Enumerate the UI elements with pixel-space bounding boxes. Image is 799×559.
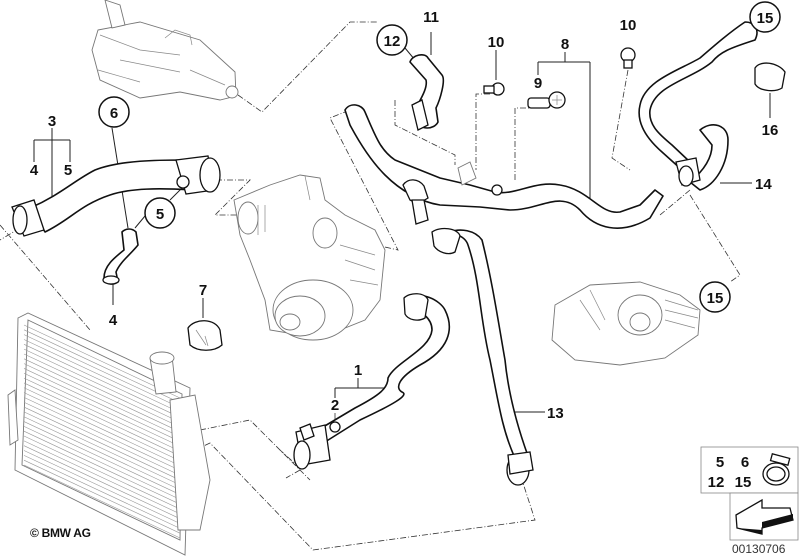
callout-6[interactable]: 6 bbox=[110, 105, 118, 122]
callout-5-upper[interactable]: 5 bbox=[64, 162, 72, 179]
radiator-fin bbox=[23, 339, 181, 413]
radiator-fin bbox=[23, 401, 181, 476]
hose-part-14[interactable] bbox=[638, 21, 758, 191]
callout-9[interactable]: 9 bbox=[534, 75, 542, 92]
callout-15-upper[interactable]: 15 bbox=[757, 10, 774, 27]
clamp-part-16[interactable] bbox=[754, 62, 786, 92]
radiator-fins bbox=[23, 324, 181, 539]
callout-3[interactable]: 3 bbox=[48, 113, 56, 130]
radiator-fin bbox=[23, 329, 181, 404]
radiator-fin bbox=[23, 440, 181, 515]
legend-number: 12 bbox=[708, 474, 725, 491]
hose-clamp-icon bbox=[762, 453, 791, 486]
callout-circles bbox=[98, 1, 781, 313]
hose-part-8[interactable] bbox=[344, 104, 664, 229]
hose-part-13[interactable] bbox=[431, 227, 534, 486]
callout-14[interactable]: 14 bbox=[755, 176, 772, 193]
legend-numbers: 5 6 12 15 bbox=[708, 454, 752, 491]
hose-clamp-legend bbox=[700, 446, 799, 541]
hose-part-3[interactable] bbox=[11, 155, 221, 237]
callout-4-lower[interactable]: 4 bbox=[109, 312, 118, 329]
copyright-text: © BMW AG bbox=[30, 526, 91, 540]
pump-housing[interactable] bbox=[551, 281, 701, 366]
bolt-part-10-b[interactable] bbox=[620, 47, 636, 69]
radiator-fin bbox=[23, 344, 181, 418]
callout-2[interactable]: 2 bbox=[331, 397, 339, 414]
radiator-fin bbox=[23, 377, 181, 452]
radiator-fin bbox=[23, 324, 181, 399]
callout-12[interactable]: 12 bbox=[384, 33, 401, 50]
radiator-fin bbox=[23, 358, 181, 433]
bolt-part-10-a[interactable] bbox=[483, 82, 505, 96]
radiator[interactable] bbox=[7, 312, 211, 556]
drawing-number: 00130706 bbox=[732, 542, 786, 556]
callout-10-middle[interactable]: 10 bbox=[488, 34, 505, 51]
legend-number: 5 bbox=[716, 454, 724, 471]
small-hose-part-6[interactable] bbox=[102, 228, 139, 285]
hose-part-1[interactable] bbox=[293, 293, 450, 470]
callout-13[interactable]: 13 bbox=[547, 405, 564, 422]
radiator-fin bbox=[23, 406, 181, 481]
callout-8[interactable]: 8 bbox=[561, 36, 569, 53]
radiator-fin bbox=[23, 459, 181, 534]
radiator-fin bbox=[23, 450, 181, 524]
callout-10-right[interactable]: 10 bbox=[620, 17, 637, 34]
radiator-fin bbox=[23, 373, 181, 447]
radiator-fin bbox=[23, 382, 181, 457]
callout-15-lower[interactable]: 15 bbox=[707, 290, 724, 307]
radiator-fin bbox=[23, 397, 181, 471]
callout-16[interactable]: 16 bbox=[762, 122, 779, 139]
callout-7[interactable]: 7 bbox=[199, 282, 207, 299]
radiator-fin bbox=[23, 392, 181, 466]
bolt-part-9[interactable] bbox=[527, 91, 566, 109]
legend-number: 15 bbox=[735, 474, 752, 491]
callout-1[interactable]: 1 bbox=[354, 362, 362, 379]
radiator-fin bbox=[23, 334, 181, 408]
radiator-fin bbox=[23, 435, 181, 510]
radiator-fin bbox=[23, 421, 181, 495]
radiator-fin bbox=[23, 348, 181, 423]
radiator-fin bbox=[23, 387, 181, 462]
callout-labels: 3 4 5 4 5 6 7 8 9 10 10 11 12 13 14 15 1… bbox=[30, 9, 779, 422]
radiator-fin bbox=[23, 416, 181, 490]
callout-4-upper[interactable]: 4 bbox=[30, 162, 39, 179]
radiator-fin bbox=[23, 368, 181, 442]
radiator-fin bbox=[23, 455, 181, 529]
radiator-fin bbox=[23, 426, 181, 500]
thermostat-housing[interactable] bbox=[91, 0, 239, 101]
hose-part-11[interactable] bbox=[409, 53, 445, 131]
water-pump[interactable] bbox=[233, 174, 386, 341]
callout-5-circled[interactable]: 5 bbox=[156, 206, 164, 223]
radiator-fin bbox=[23, 430, 181, 505]
radiator-fin bbox=[23, 464, 181, 539]
radiator-fin bbox=[23, 411, 181, 486]
callout-11[interactable]: 11 bbox=[423, 9, 439, 26]
radiator-fin bbox=[23, 363, 181, 437]
arrow-icon bbox=[735, 498, 794, 535]
legend-number: 6 bbox=[741, 454, 749, 471]
radiator-fin bbox=[23, 445, 181, 519]
radiator-fin bbox=[23, 353, 181, 428]
clamp-part-7[interactable] bbox=[187, 320, 223, 351]
